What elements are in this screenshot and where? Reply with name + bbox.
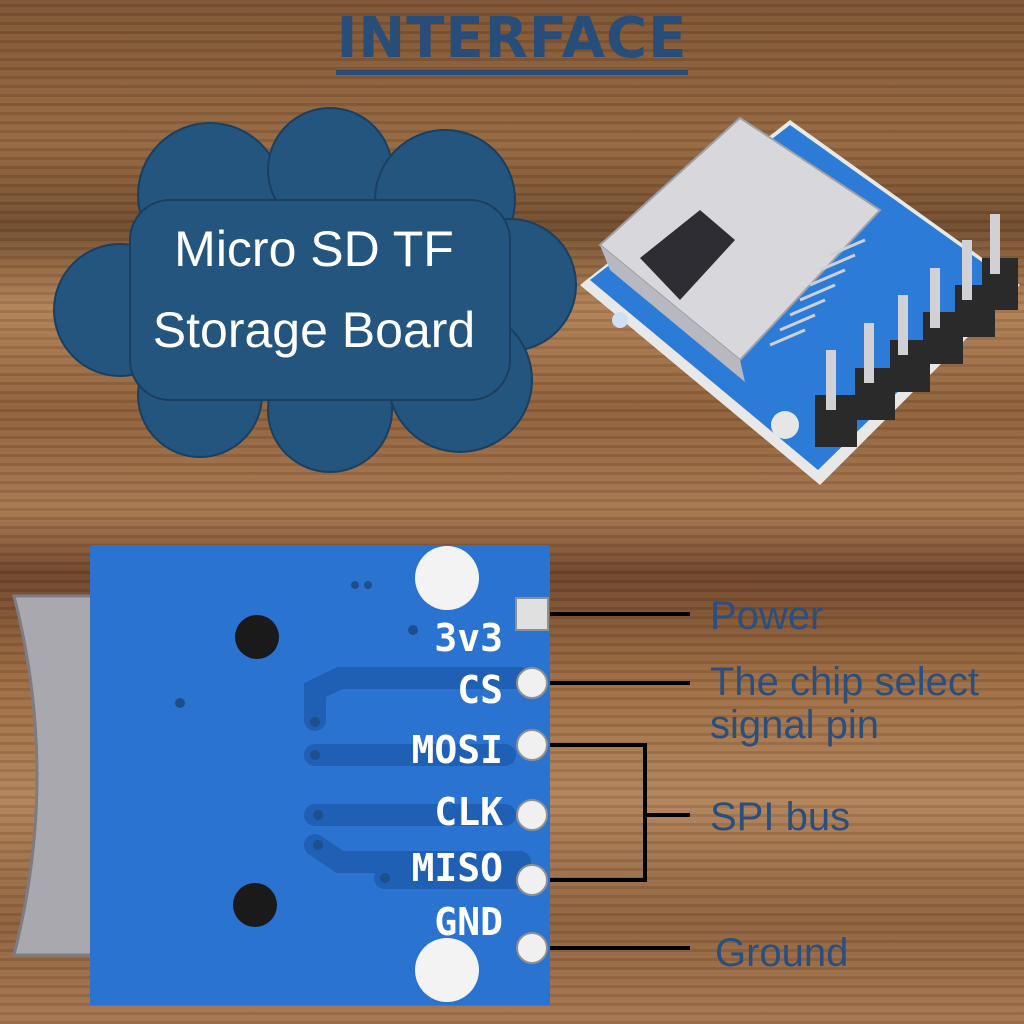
title-underline <box>336 70 688 75</box>
cloud-title-line2: Storage Board <box>152 302 476 358</box>
cloud-title-line1: Micro SD TF <box>174 221 454 277</box>
callout-power: Power <box>710 594 824 638</box>
callout-chip-select-line2: signal pin <box>710 703 880 747</box>
pin-label-gnd: GND <box>434 900 503 944</box>
pin-label-clk: CLK <box>434 790 503 834</box>
callout-ground: Ground <box>715 931 849 975</box>
pin-label-cs: CS <box>457 668 503 712</box>
pin-label-miso: MISO <box>411 846 503 890</box>
callout-chip-select-line1: The chip select <box>710 660 980 704</box>
page-title: INTERFACE <box>336 6 688 71</box>
pin-label-mosi: MOSI <box>411 728 503 772</box>
pin-label-3v3: 3v3 <box>434 616 503 660</box>
callout-spi-bus: SPI bus <box>710 795 851 839</box>
